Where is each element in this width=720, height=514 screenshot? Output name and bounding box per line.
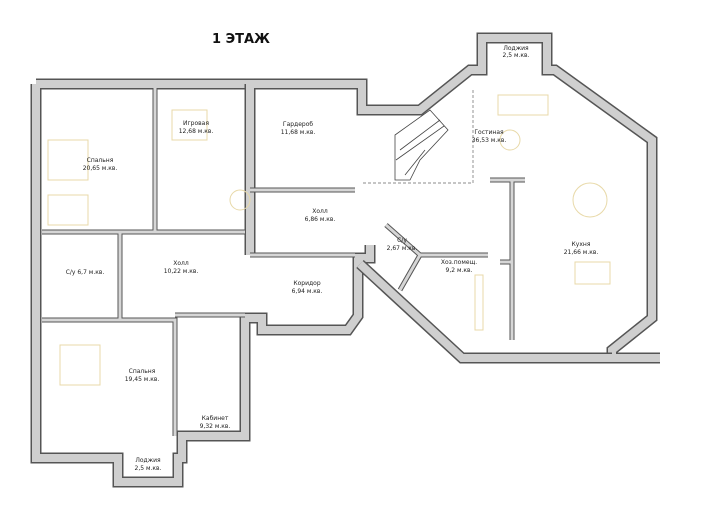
- room-area-kitchen: 21,66 м.кв.: [564, 249, 599, 256]
- room-name-bedroom-1: Спальня: [87, 157, 114, 164]
- room-name-wardrobe: Гардероб: [283, 121, 313, 128]
- room-area-bedroom-1: 20,65 м.кв.: [83, 165, 118, 172]
- room-area-wardrobe: 11,68 м.кв.: [281, 129, 316, 136]
- room-name-hall-small: Холл: [312, 208, 328, 215]
- walls: [30, 32, 660, 488]
- room-name-kitchen: Кухня: [572, 241, 591, 248]
- room-area-playroom: 12,68 м.кв.: [179, 128, 214, 135]
- room-area-living: 36,53 м.кв.: [472, 137, 507, 144]
- room-name-bedroom-2: Спальня: [129, 368, 156, 375]
- room-area-utility: 9,2 м.кв.: [446, 267, 473, 274]
- room-area-loggia-bottom: 2,5 м.кв.: [135, 465, 162, 472]
- room-name-loggia-bottom: Лоджия: [135, 457, 161, 464]
- room-name-living: Гостиная: [474, 129, 504, 136]
- room-labels: Лоджия 2,5 м.кв. Спальня 20,65 м.кв. Игр…: [66, 45, 599, 472]
- room-name-hall-main: Холл: [173, 260, 189, 267]
- room-name-wc-small: С/у: [397, 237, 407, 244]
- staircase: [362, 90, 474, 184]
- room-area-hall-small: 6,86 м.кв.: [305, 216, 336, 223]
- room-name-study: Кабинет: [202, 415, 229, 422]
- room-area-hall-main: 10,22 м.кв.: [164, 268, 199, 275]
- room-name-corridor: Коридор: [293, 280, 320, 287]
- floor-title: 1 ЭТАЖ: [212, 32, 270, 47]
- room-area-loggia-top: 2,5 м.кв.: [503, 52, 530, 59]
- room-area-corridor: 6,94 м.кв.: [292, 288, 323, 295]
- room-name-playroom: Игровая: [183, 120, 209, 127]
- room-area-wc-small: 2,67 м.кв.: [387, 245, 418, 252]
- room-area-bedroom-2: 19,45 м.кв.: [125, 376, 160, 383]
- room-name-loggia-top: Лоджия: [503, 45, 529, 52]
- room-name-utility: Хоз.помещ.: [441, 259, 477, 266]
- room-area-study: 9,32 м.кв.: [200, 423, 231, 430]
- furniture: [47, 94, 611, 386]
- room-name-bath: С/у 6,7 м.кв.: [66, 269, 105, 276]
